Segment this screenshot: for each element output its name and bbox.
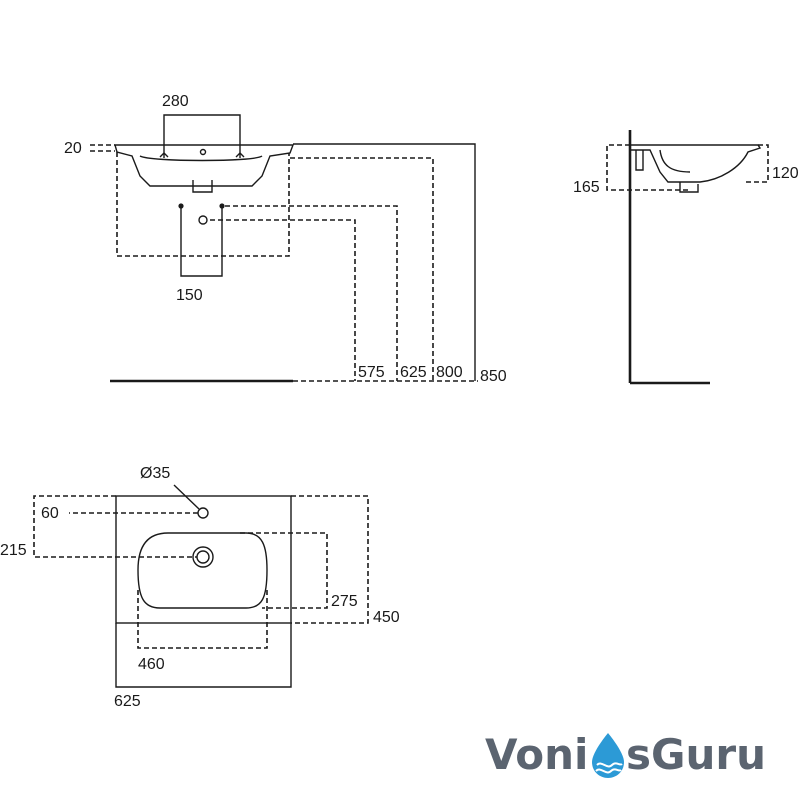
logo-text-left: Voni — [485, 730, 588, 779]
plan-basin-outline — [115, 495, 292, 624]
plan-hole-leader — [173, 484, 200, 510]
plan-tap-hole — [197, 507, 209, 519]
dim-hole-offset: 60 — [41, 505, 59, 522]
plan-bowl-outline — [137, 532, 268, 609]
water-drop-icon — [592, 733, 624, 778]
side-view: 165 120 — [573, 130, 799, 385]
dim-depth: 450 — [373, 609, 400, 626]
dim-height-800: 800 — [436, 364, 463, 381]
front-tap-spacing-bracket — [163, 114, 241, 158]
plan-waste-inner — [196, 550, 210, 564]
plan-dim-625-lines — [115, 623, 292, 688]
front-waste-spacing-bracket — [180, 206, 223, 277]
dim-height-850: 850 — [480, 368, 507, 385]
side-waste-outlet — [679, 182, 699, 193]
side-basin-inner — [659, 149, 691, 173]
side-basin-outline — [630, 144, 762, 183]
dim-side-right: 120 — [772, 165, 799, 182]
side-dim-165-lines — [606, 144, 690, 191]
dim-tap-spacing: 280 — [162, 93, 189, 110]
vonios-guru-logo: Voni sGuru — [485, 730, 766, 779]
front-leader-800 — [290, 157, 434, 381]
dim-rim: 20 — [64, 140, 82, 157]
plan-dim-450-lines — [291, 495, 369, 624]
dim-hole-diameter: Ø35 — [140, 465, 170, 482]
front-pedestal-outline — [116, 152, 290, 257]
front-leader-575 — [210, 219, 356, 381]
dim-bowl-offset: 215 — [0, 542, 27, 559]
plan-view: Ø35 60 215 275 450 460 625 — [0, 465, 400, 710]
dim-height-575: 575 — [358, 364, 385, 381]
front-tap-hole — [199, 148, 207, 156]
front-waste-outlet — [192, 180, 213, 193]
plan-dim-460-lines — [137, 590, 268, 649]
front-basin-outline — [114, 144, 295, 187]
front-waste-centre — [198, 215, 208, 225]
dim-waste-spacing: 150 — [176, 287, 203, 304]
front-basin-bowl-edge — [139, 155, 263, 162]
front-leader-625 — [225, 205, 398, 381]
plan-dim-275-lines — [240, 532, 328, 609]
dim-bowl-depth: 275 — [331, 593, 358, 610]
front-view: 280 20 150 575 625 800 850 — [64, 93, 507, 385]
dim-width: 625 — [114, 693, 141, 710]
plan-waste-outer — [192, 546, 214, 568]
side-dim-120-lines — [745, 144, 769, 183]
dim-side-left: 165 — [573, 179, 600, 196]
front-leader-850 — [293, 143, 476, 381]
dim-height-625: 625 — [400, 364, 427, 381]
dim-bowl-width: 460 — [138, 656, 165, 673]
logo-text-right: sGuru — [626, 730, 766, 779]
plan-dim-215-lines — [33, 495, 197, 558]
side-tap-stub — [635, 150, 644, 171]
